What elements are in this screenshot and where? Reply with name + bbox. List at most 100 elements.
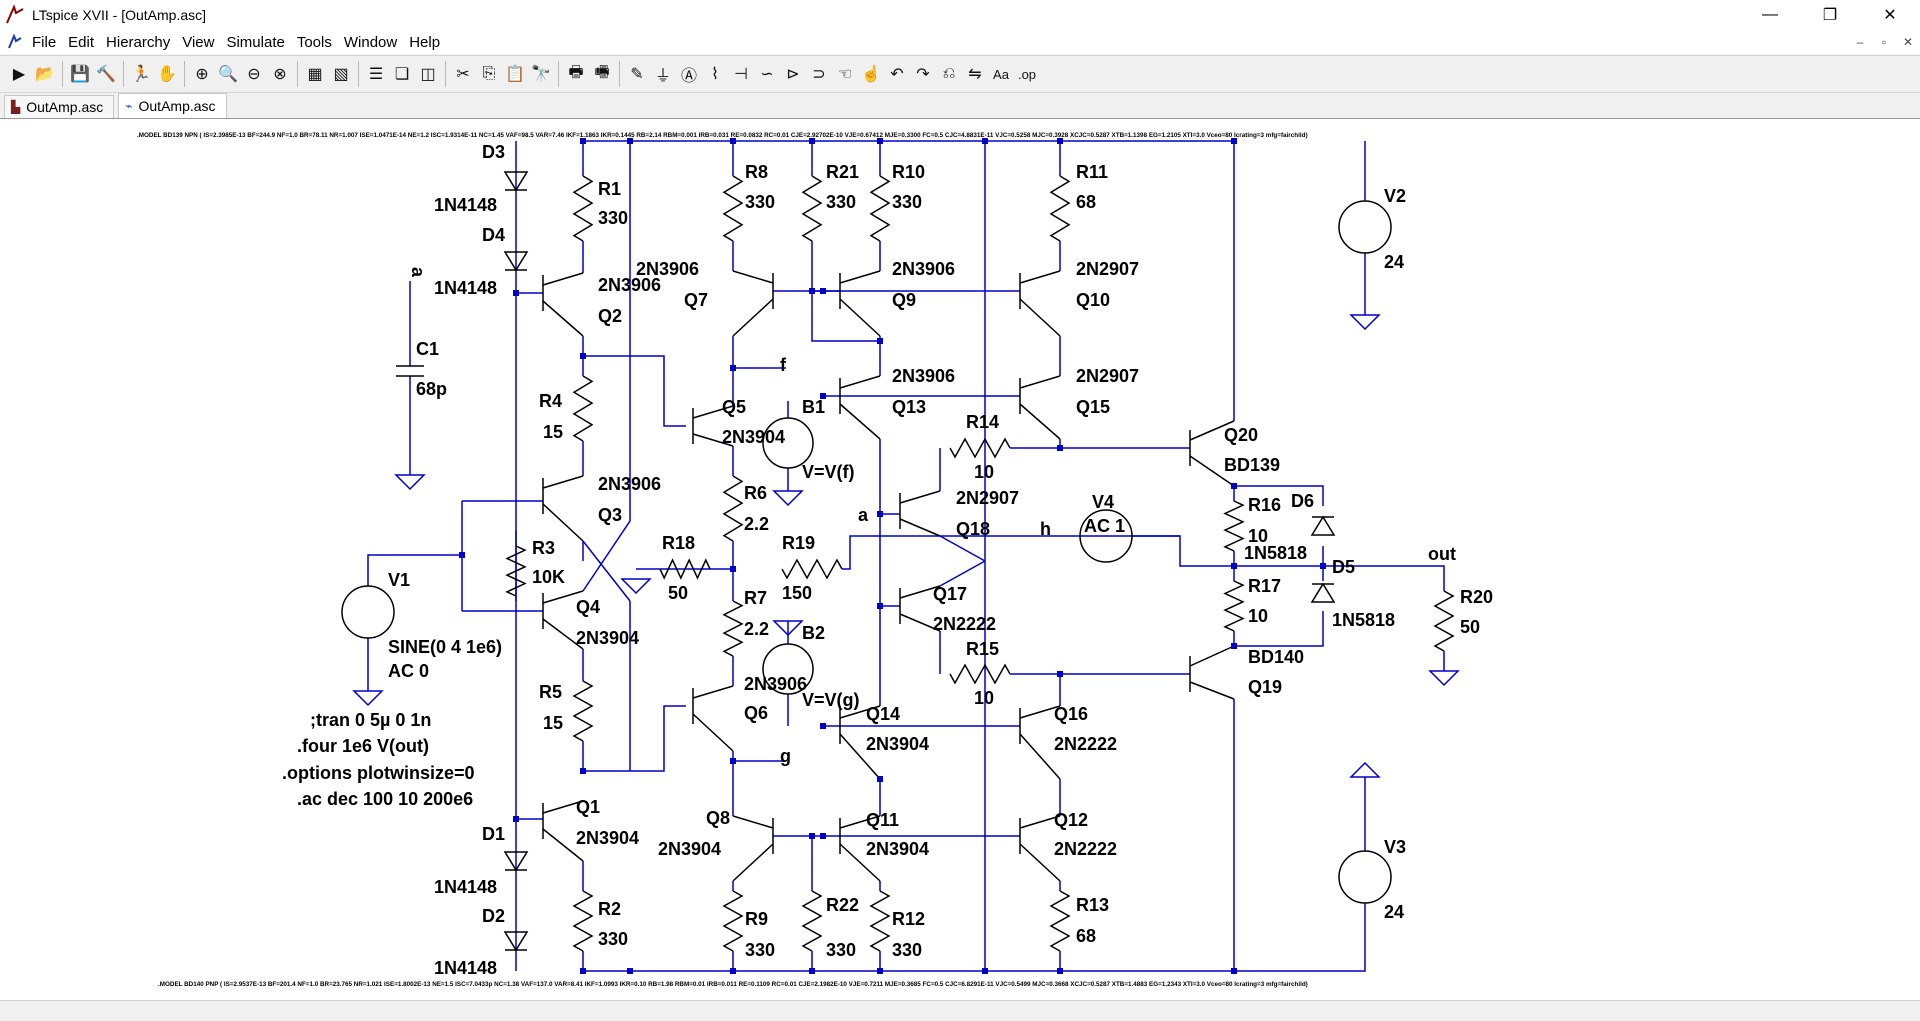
junction-dot[interactable] bbox=[809, 138, 815, 144]
mirror-icon[interactable]: ⇋ bbox=[968, 66, 982, 83]
component-label[interactable]: 10 bbox=[974, 688, 994, 708]
mdi-close-button[interactable]: ✕ bbox=[1902, 35, 1914, 49]
junction-dot[interactable] bbox=[982, 968, 988, 974]
draw-wire-icon[interactable]: ✎ bbox=[630, 66, 644, 83]
component-label[interactable]: 1N4148 bbox=[434, 278, 497, 298]
zoom-area-icon[interactable]: 🔍 bbox=[218, 66, 238, 83]
junction-dot[interactable] bbox=[580, 968, 586, 974]
component-label[interactable]: 2N2907 bbox=[956, 488, 1019, 508]
component-label[interactable]: 330 bbox=[745, 940, 775, 960]
ground-symbol[interactable] bbox=[1349, 314, 1381, 331]
resistor-symbol[interactable] bbox=[572, 175, 594, 242]
resistor-symbol[interactable] bbox=[781, 558, 843, 580]
junction-dot[interactable] bbox=[877, 511, 883, 517]
component-label[interactable]: R1 bbox=[598, 179, 621, 199]
component-label[interactable]: a bbox=[858, 505, 869, 525]
component-label[interactable]: 10 bbox=[974, 462, 994, 482]
close-button[interactable]: ✕ bbox=[1883, 7, 1897, 24]
wire[interactable] bbox=[1234, 485, 1324, 506]
component-label[interactable]: V2 bbox=[1384, 186, 1406, 206]
component-label[interactable]: R18 bbox=[662, 533, 695, 553]
component-label[interactable]: Q12 bbox=[1054, 810, 1088, 830]
junction-dot[interactable] bbox=[982, 138, 988, 144]
component-label[interactable]: 1N5818 bbox=[1244, 543, 1307, 563]
junction-dot[interactable] bbox=[820, 833, 826, 839]
junction-dot[interactable] bbox=[627, 968, 633, 974]
component-label[interactable]: Q14 bbox=[866, 704, 900, 724]
component-label[interactable]: D3 bbox=[482, 142, 505, 162]
component-label[interactable]: g bbox=[780, 746, 791, 766]
junction-dot[interactable] bbox=[1231, 968, 1237, 974]
component-label[interactable]: Q13 bbox=[892, 397, 926, 417]
junction-dot[interactable] bbox=[1231, 563, 1237, 569]
junction-dot[interactable] bbox=[580, 768, 586, 774]
component-label[interactable]: BD139 bbox=[1224, 455, 1280, 475]
component-label[interactable]: out bbox=[1428, 544, 1456, 564]
voltage-source-symbol[interactable] bbox=[341, 585, 395, 639]
resistor-symbol[interactable] bbox=[659, 558, 711, 580]
minimize-button[interactable]: — bbox=[1762, 6, 1778, 23]
component-label[interactable]: 68p bbox=[416, 379, 447, 399]
component-label[interactable]: f bbox=[780, 355, 787, 375]
resistor-symbol[interactable] bbox=[801, 890, 823, 952]
junction-dot[interactable] bbox=[1231, 643, 1237, 649]
supply-symbol[interactable] bbox=[1349, 761, 1381, 778]
component-label[interactable]: R2 bbox=[598, 899, 621, 919]
cascade-icon[interactable]: ❏ bbox=[394, 66, 410, 83]
document-icon[interactable] bbox=[6, 33, 24, 51]
component-label[interactable]: 10 bbox=[1248, 606, 1268, 626]
tile-horizontal-icon[interactable]: ☰ bbox=[368, 66, 384, 83]
voltage-source-symbol[interactable] bbox=[1079, 509, 1133, 563]
ground-symbol[interactable] bbox=[620, 578, 652, 595]
wire[interactable] bbox=[1234, 611, 1324, 647]
delete-traces-icon[interactable]: ▧ bbox=[333, 66, 349, 83]
move-icon[interactable]: ☜ bbox=[837, 66, 853, 83]
component-label[interactable]: R11 bbox=[1076, 162, 1108, 182]
junction-dot[interactable] bbox=[513, 816, 519, 822]
maximize-button[interactable]: ❐ bbox=[1822, 7, 1838, 24]
wire[interactable] bbox=[939, 535, 986, 562]
ground-symbol[interactable] bbox=[772, 620, 804, 637]
component-label[interactable]: SINE(0 4 1e6) bbox=[388, 637, 502, 657]
component-label[interactable]: R19 bbox=[782, 533, 815, 553]
junction-dot[interactable] bbox=[580, 138, 586, 144]
menu-tools[interactable]: Tools bbox=[296, 33, 332, 51]
component-label[interactable]: Q9 bbox=[892, 290, 916, 310]
paste-icon[interactable]: 📋 bbox=[505, 66, 525, 83]
menu-window[interactable]: Window bbox=[343, 33, 398, 51]
component-label[interactable]: R10 bbox=[892, 162, 925, 182]
ground-icon[interactable]: ⏚ bbox=[654, 68, 671, 85]
component-label[interactable]: BD140 bbox=[1248, 647, 1304, 667]
diode-icon[interactable]: ⊳ bbox=[786, 66, 800, 83]
component-label[interactable]: 24 bbox=[1384, 252, 1404, 272]
component-label[interactable]: B2 bbox=[802, 623, 825, 643]
component-label[interactable]: Q4 bbox=[576, 597, 600, 617]
mdi-restore-button[interactable]: ▫ bbox=[1881, 35, 1887, 49]
spice-directive[interactable]: .options plotwinsize=0 bbox=[282, 763, 475, 783]
component-label[interactable]: Q18 bbox=[956, 519, 990, 539]
redo-icon[interactable]: ↷ bbox=[916, 66, 930, 83]
component-label[interactable]: Q15 bbox=[1076, 397, 1110, 417]
junction-dot[interactable] bbox=[627, 138, 633, 144]
resistor-symbol[interactable] bbox=[1049, 175, 1071, 242]
component-label[interactable]: C1 bbox=[416, 339, 439, 359]
component-label[interactable]: Q6 bbox=[744, 703, 768, 723]
component-label[interactable]: 50 bbox=[1460, 617, 1480, 637]
drag-icon[interactable]: ☝ bbox=[861, 66, 881, 83]
menu-simulate[interactable]: Simulate bbox=[226, 33, 285, 51]
wire[interactable] bbox=[1234, 565, 1445, 591]
voltage-source-symbol[interactable] bbox=[1338, 200, 1392, 254]
component-label[interactable]: 2N3904 bbox=[722, 427, 785, 447]
save-icon[interactable]: 💾 bbox=[70, 66, 90, 83]
component-label[interactable]: R7 bbox=[744, 588, 767, 608]
component-label[interactable]: Q16 bbox=[1054, 704, 1088, 724]
zoom-out-icon[interactable]: ⊖ bbox=[247, 66, 261, 83]
wire[interactable] bbox=[811, 241, 880, 342]
wire[interactable] bbox=[583, 705, 686, 772]
component-label[interactable]: R21 bbox=[826, 162, 859, 182]
component-label[interactable]: 150 bbox=[782, 583, 812, 603]
component-label[interactable]: 10K bbox=[532, 567, 565, 587]
component-label[interactable]: 1N4148 bbox=[434, 195, 497, 215]
component-label[interactable]: D2 bbox=[482, 906, 505, 926]
junction-dot[interactable] bbox=[730, 365, 736, 371]
